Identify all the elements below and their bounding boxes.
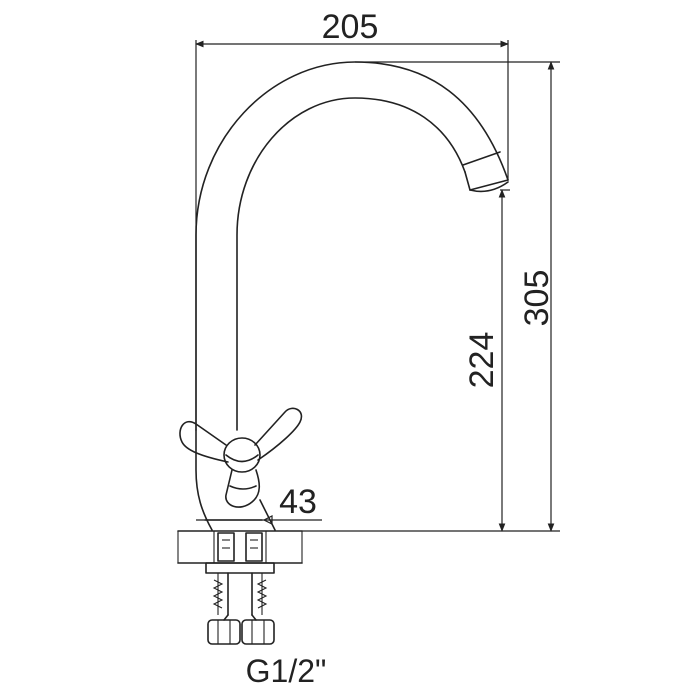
dimension-base-label: 43 — [279, 483, 317, 521]
dimension-width-label: 205 — [322, 8, 379, 46]
faucet-base — [195, 429, 276, 531]
dimension-width: 205 — [195, 8, 509, 430]
dimension-total-height-label: 305 — [518, 270, 556, 327]
dimension-spout-height: 224 — [463, 189, 510, 532]
dimension-base: 43 — [196, 483, 322, 525]
dimension-total-height: 305 — [302, 61, 560, 532]
thread-size-label: G1/2" — [246, 653, 327, 689]
cross-handle — [179, 407, 303, 508]
faucet-spout — [195, 61, 509, 431]
mounting-shank — [205, 532, 275, 645]
dimension-spout-height-label: 224 — [463, 332, 501, 389]
countertop-section — [177, 530, 303, 564]
